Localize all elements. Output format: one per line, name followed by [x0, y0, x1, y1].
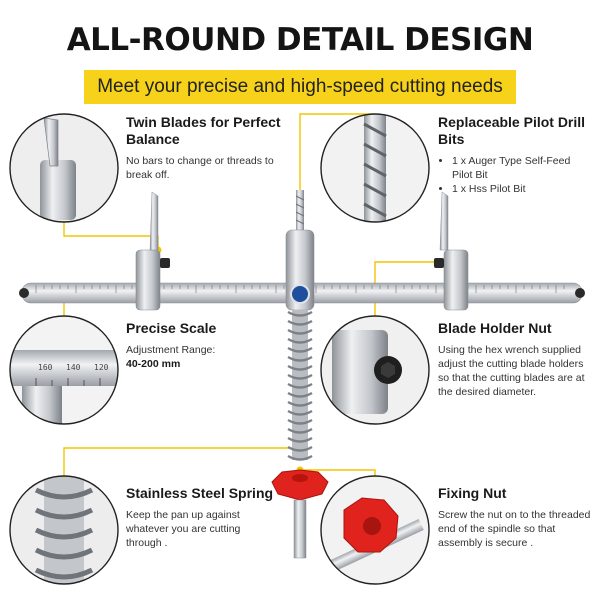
feature-description: Keep the pan up against whatever you are… — [126, 509, 241, 549]
feature-description: Using the hex wrench supplied adjust the… — [438, 344, 585, 398]
feature-fixing-nut: Fixing Nut Screw the nut on to the threa… — [438, 485, 593, 550]
holder-nut-detail-image — [321, 316, 429, 424]
feature-precise-scale: Precise Scale Adjustment Range: 40-200 m… — [126, 320, 276, 371]
drill-bit-detail-image — [321, 114, 429, 222]
feature-stainless-spring: Stainless Steel Spring Keep the pan up a… — [126, 485, 276, 550]
list-item: 1 x Hss Pilot Bit — [452, 182, 593, 196]
feature-title: Fixing Nut — [438, 485, 507, 501]
feature-description: Screw the nut on to the threaded end of … — [438, 509, 591, 549]
center-spindle — [271, 190, 329, 559]
subtitle-banner: Meet your precise and high-speed cutting… — [84, 70, 516, 104]
feature-title: Replaceable Pilot Drill Bits — [438, 114, 586, 147]
blade-detail-image — [10, 114, 118, 222]
feature-description: No bars to change or threads to break of… — [126, 155, 274, 181]
list-item: 1 x Auger Type Self-Feed Pilot Bit — [452, 154, 593, 182]
right-blade-holder — [434, 191, 469, 311]
feature-list: 1 x Auger Type Self-Feed Pilot Bit 1 x H… — [438, 154, 593, 196]
feature-blade-holder-nut: Blade Holder Nut Using the hex wrench su… — [438, 320, 593, 399]
spring-detail-image — [10, 476, 118, 584]
feature-title: Precise Scale — [126, 320, 217, 336]
feature-pilot-bits: Replaceable Pilot Drill Bits 1 x Auger T… — [438, 114, 593, 196]
left-blade-holder — [135, 191, 170, 311]
scale-tick-140: 140 — [66, 363, 81, 372]
fixing-nut-detail-image — [321, 476, 429, 584]
feature-title: Twin Blades for Perfect Balance — [126, 114, 281, 147]
scale-tick-160: 160 — [38, 363, 53, 372]
scale-detail-image — [10, 316, 118, 424]
feature-title: Blade Holder Nut — [438, 320, 552, 336]
page-title: ALL-ROUND DETAIL DESIGN — [66, 22, 534, 58]
range-value: 40-200 mm — [126, 358, 181, 370]
scale-tick-120: 120 — [94, 363, 109, 372]
range-label: Adjustment Range: — [126, 344, 216, 356]
feature-twin-blades: Twin Blades for Perfect Balance No bars … — [126, 114, 301, 182]
feature-title: Stainless Steel Spring — [126, 485, 274, 501]
